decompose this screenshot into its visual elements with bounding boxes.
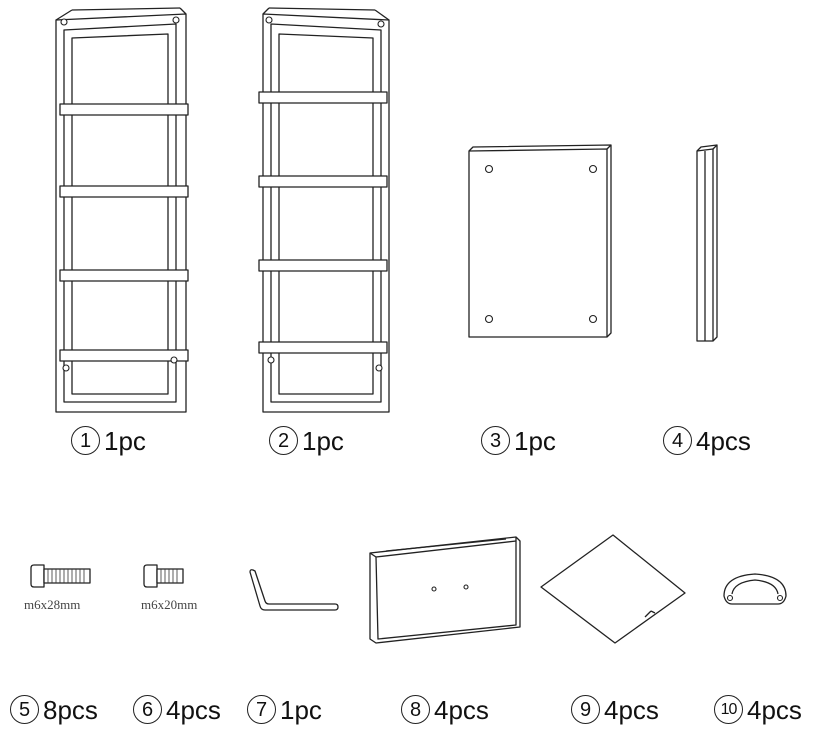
part-5-qty: 8pcs [43,694,98,725]
part-8-qty: 4pcs [434,694,489,725]
part-6-number: 6 [133,695,162,724]
part-3-panel-drawing [468,144,612,338]
part-7-label: 7 1pc [247,695,322,724]
part-6-spec: m6x20mm [141,597,198,612]
part-1-qty: 1pc [104,425,146,456]
part-9-number: 9 [571,695,600,724]
part-8-block-drawing [369,536,521,644]
part-10-label: 10 4pcs [714,695,802,724]
part-4-label: 4 4pcs [663,426,751,455]
part-9-label: 9 4pcs [571,695,659,724]
part-9-sheet-drawing [540,534,686,644]
part-10-qty: 4pcs [747,694,802,725]
part-2-side-frame-drawing [258,7,390,413]
part-9-qty: 4pcs [604,694,659,725]
part-7-hex-key-drawing [249,569,339,611]
part-2-label: 2 1pc [269,426,344,455]
part-5-label: 5 8pcs [10,695,98,724]
part-1-side-frame-drawing [55,7,189,413]
part-2-number: 2 [269,426,298,455]
part-8-number: 8 [401,695,430,724]
part-6-qty: 4pcs [166,694,221,725]
part-10-cup-handle-drawing [723,573,787,605]
part-3-qty: 1pc [514,425,556,456]
part-1-number: 1 [71,426,100,455]
part-4-qty: 4pcs [696,425,751,456]
part-7-number: 7 [247,695,276,724]
part-4-strip-drawing [696,144,718,342]
part-6-label: 6 4pcs [133,695,221,724]
part-5-spec: m6x28mm [24,597,81,612]
part-1-label: 1 1pc [71,426,146,455]
part-8-label: 8 4pcs [401,695,489,724]
part-3-label: 3 1pc [481,426,556,455]
part-7-qty: 1pc [280,694,322,725]
part-10-number: 10 [714,695,743,724]
part-6-bolt-drawing [143,564,184,588]
part-3-number: 3 [481,426,510,455]
part-2-qty: 1pc [302,425,344,456]
part-5-bolt-drawing [30,564,91,588]
part-5-number: 5 [10,695,39,724]
part-4-number: 4 [663,426,692,455]
